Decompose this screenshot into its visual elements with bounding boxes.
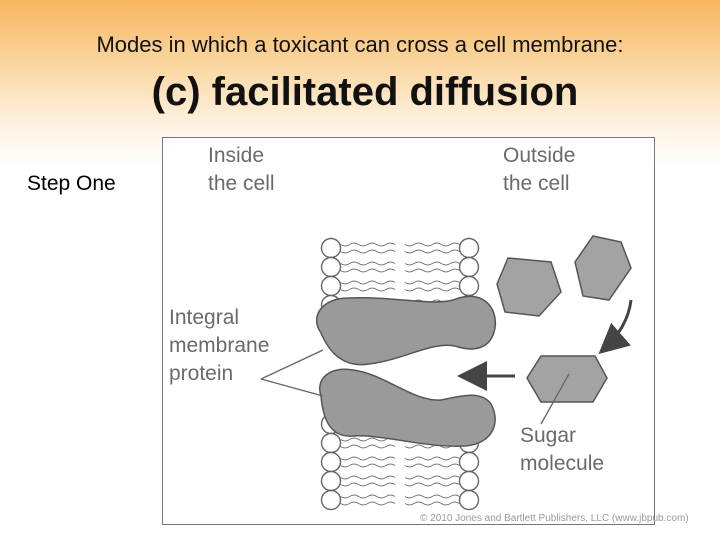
protein-lower-half	[319, 368, 496, 447]
inside-cell-label: Inside the cell	[208, 144, 275, 195]
lipid-tail	[340, 280, 396, 285]
lipid-head	[458, 470, 480, 492]
sugar-molecule-3	[526, 355, 608, 403]
lipid-tail	[404, 494, 460, 499]
lipid-tail	[340, 261, 396, 266]
sugar-molecule-2	[574, 235, 632, 301]
protein-pointer-upper	[260, 349, 324, 380]
lipid-tail	[404, 501, 460, 506]
membrane-illustration	[260, 235, 633, 511]
lipid-tail	[340, 287, 396, 292]
diffusion-diagram: Inside the cell Outside the cell Integra…	[162, 137, 655, 525]
lipid-tail	[404, 463, 460, 468]
lipid-head	[320, 489, 342, 511]
lipid-tail	[404, 482, 460, 487]
lipid-head	[458, 237, 480, 259]
lipid-tail	[404, 268, 460, 273]
sugar-molecule-1	[496, 257, 562, 317]
sugar-pointer	[540, 373, 570, 425]
lipid-head	[320, 451, 342, 473]
lipid-tail	[404, 475, 460, 480]
lipid-tail	[340, 444, 396, 449]
step-label: Step One	[27, 172, 116, 195]
sugar-molecule-label: Sugar molecule	[520, 424, 605, 475]
lipid-tail	[340, 456, 396, 461]
lipid-tail	[404, 287, 460, 292]
lipid-head	[320, 256, 342, 278]
lipid-tail	[404, 456, 460, 461]
lipid-tail	[404, 249, 460, 254]
lipid-tail	[404, 261, 460, 266]
lipid-head	[320, 237, 342, 259]
lipid-tail	[340, 242, 396, 247]
lipid-tail	[340, 482, 396, 487]
slide-title: (c) facilitated diffusion	[151, 70, 579, 114]
lipid-head	[320, 432, 342, 454]
lipid-tail	[404, 242, 460, 247]
copyright-notice: © 2010 Jones and Bartlett Publishers, LL…	[420, 513, 689, 524]
lipid-head	[458, 256, 480, 278]
lipid-tail	[340, 249, 396, 254]
lipid-tail	[340, 501, 396, 506]
lipid-tail	[340, 475, 396, 480]
lipid-tail	[340, 437, 396, 442]
lipid-head	[320, 275, 342, 297]
curved-arrow-icon	[598, 299, 633, 354]
lipid-tail	[340, 268, 396, 273]
slide-subtitle: Modes in which a toxicant can cross a ce…	[96, 32, 624, 57]
integral-membrane-protein-label: Integral membrane protein	[169, 306, 270, 385]
lipid-head	[320, 470, 342, 492]
lipid-head	[458, 451, 480, 473]
lipid-tail	[340, 463, 396, 468]
lipid-tail	[404, 280, 460, 285]
outside-cell-label: Outside the cell	[503, 144, 576, 195]
protein-upper-half	[315, 295, 497, 366]
lipid-head	[458, 489, 480, 511]
lipid-tail	[340, 494, 396, 499]
protein-pointer-lower	[260, 378, 324, 397]
lipid-head	[458, 275, 480, 297]
